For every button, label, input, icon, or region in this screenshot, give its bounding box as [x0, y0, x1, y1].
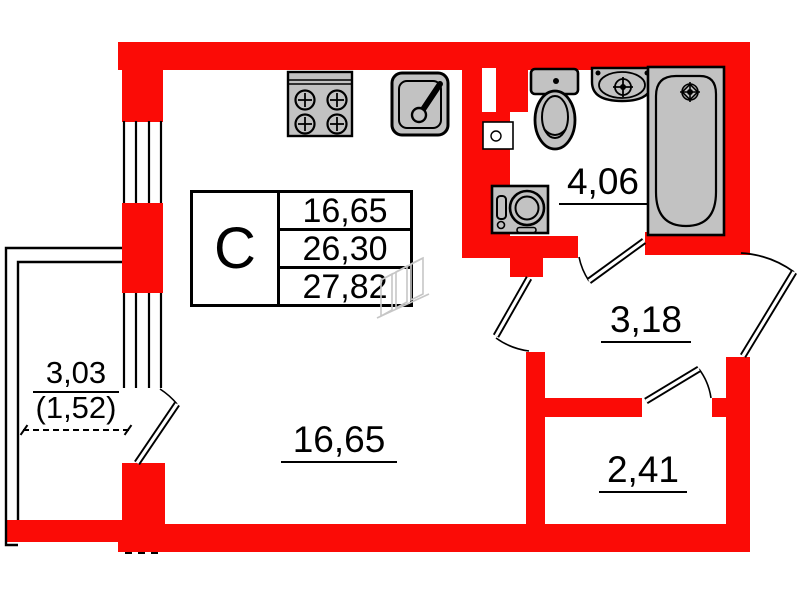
wall-right-lower: [726, 357, 750, 552]
entrance-door: [740, 252, 797, 358]
wall-balcony-bottom: [5, 520, 122, 542]
kitchen-sink-icon: [390, 71, 450, 137]
living-hall-door: [492, 276, 533, 352]
wall-top: [118, 42, 750, 70]
info-table-row-total: 26,30: [280, 228, 410, 266]
info-table-row-overall: 27,82: [280, 266, 410, 304]
window-lower: [122, 293, 163, 388]
wall-bedroom-stub: [712, 398, 728, 417]
room-label-bathroom: 4,06: [559, 163, 647, 205]
wall-hall-bedroom: [543, 398, 642, 417]
washing-machine-icon: [490, 184, 550, 235]
info-table: С 16,65 26,30 27,82: [190, 190, 413, 307]
wall-hall-stub: [510, 258, 543, 277]
wall-bath-bottom-left: [462, 236, 578, 258]
doors: [134, 238, 797, 465]
room-label-hallway: 3,18: [601, 301, 691, 343]
wall-bath-left-top: [510, 68, 528, 112]
wall-bath-bottom-right: [645, 232, 750, 255]
info-table-row-living: 16,65: [302, 191, 388, 230]
room-label-balcony: 3,03: [33, 357, 119, 393]
room-label-living: 16,65: [281, 421, 397, 463]
wall-right-upper: [724, 42, 750, 253]
balcony-reduced-value: (1,52): [35, 390, 117, 425]
window-upper: [122, 121, 163, 203]
apartment-type-label: С: [193, 193, 280, 304]
wall-living-hall: [526, 352, 545, 524]
duct-slot: [482, 68, 496, 112]
info-table-values: 16,65 26,30 27,82: [280, 193, 410, 304]
bathtub-icon: [646, 65, 726, 237]
washbasin-icon: [590, 66, 654, 103]
wall-left-mid: [122, 203, 163, 293]
bathroom-door: [578, 238, 647, 284]
room-label-balcony-reduced: (1,52): [19, 390, 133, 436]
wall-bottom: [118, 524, 750, 552]
vent-box-icon: [482, 121, 514, 150]
balcony-railing: [4, 246, 122, 547]
toilet-icon: [529, 67, 580, 151]
stove-icon: [286, 70, 354, 138]
walls: [5, 42, 750, 552]
bedroom-door: [644, 366, 712, 404]
room-label-bedroom: 2,41: [599, 451, 687, 493]
balcony-door: [134, 388, 180, 465]
wall-left-upper: [122, 42, 163, 122]
